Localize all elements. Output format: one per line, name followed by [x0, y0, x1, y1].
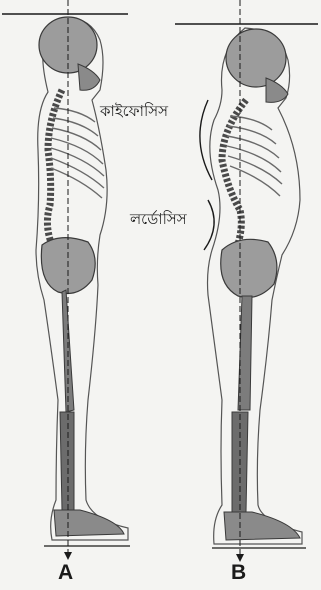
lordosis-curve: [204, 200, 214, 250]
pelvis-b: [221, 239, 277, 297]
jaw-a: [78, 64, 100, 90]
spine-a: [47, 90, 62, 245]
figure-label-a: A: [58, 561, 73, 585]
skull-b: [226, 29, 286, 87]
ribcage-a: [51, 108, 104, 198]
kyphosis-label: কাইফোসিস: [100, 100, 168, 125]
spine-b: [222, 100, 246, 250]
figure-label-b: B: [231, 561, 246, 585]
foot-b: [224, 512, 300, 540]
tibia-a: [60, 412, 74, 510]
foot-a: [54, 510, 124, 536]
skeleton-figure-a: [36, 0, 130, 560]
lordosis-label: লর্ডোসিস: [130, 208, 187, 233]
gravity-arrow-a: [64, 552, 72, 560]
ribcage-b: [227, 116, 282, 196]
skeleton-figure-b: [200, 0, 306, 562]
